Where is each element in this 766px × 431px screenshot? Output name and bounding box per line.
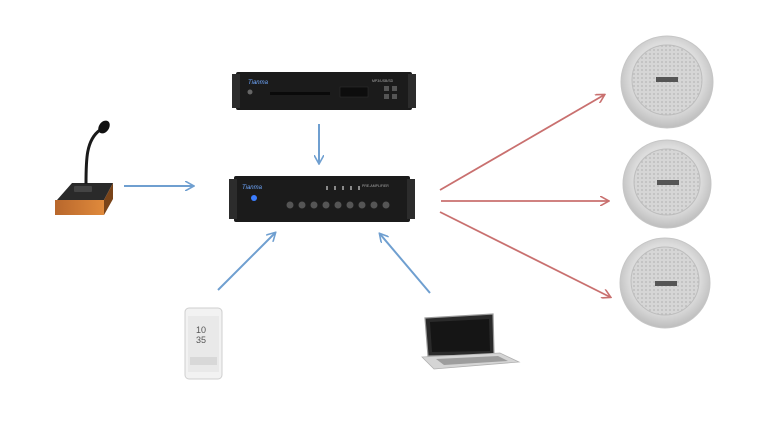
amplifier-brand: Tianma [242,185,263,191]
gooseneck-microphone [55,120,113,215]
phone-time-hour: 10 [196,325,206,335]
smartphone: 10 35 [184,307,223,380]
pre-amplifier-unit: Tianma PRE-AMPLIFIER [229,176,415,222]
arrow-amplifier-to-speaker-top [439,95,604,191]
arrow-phone-to-amplifier [217,233,275,291]
cd-player-model: MP3/USB/SD [372,79,394,83]
arrow-laptop-to-amplifier [380,234,431,294]
phone-time-minute: 35 [196,335,206,345]
cd-player-unit: Tianma MP3/USB/SD [232,72,416,110]
laptop [421,313,521,370]
ceiling-speaker-top [620,35,714,129]
arrow-amplifier-to-speaker-bottom [439,211,610,297]
cd-player-brand: Tianma [248,80,269,86]
ceiling-speaker-bottom [619,237,711,329]
amplifier-model: PRE-AMPLIFIER [362,184,389,188]
ceiling-speaker-middle [622,139,712,229]
